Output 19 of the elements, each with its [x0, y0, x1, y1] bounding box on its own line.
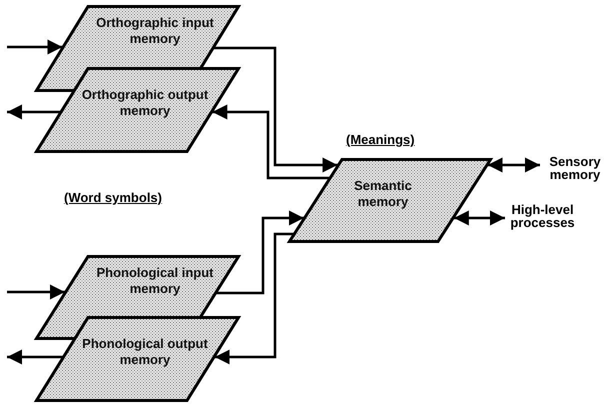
node-label: High-level processes [509, 203, 576, 229]
node-label: Orthographic output memory [80, 87, 210, 119]
arrow [214, 232, 294, 364]
arrow [212, 104, 330, 180]
node-label: Orthographic input memory [95, 15, 215, 47]
node-label: Phonological output memory [81, 336, 209, 368]
arrow [7, 40, 62, 54]
arrow [7, 350, 63, 364]
arrow [488, 158, 540, 172]
node-label: Semantic memory [353, 178, 413, 210]
arrow [7, 104, 60, 120]
arrow [7, 284, 65, 300]
arrow [216, 210, 304, 294]
node-label: Phonological input memory [96, 265, 214, 297]
section-heading: (Meanings) [346, 132, 415, 147]
node-label: Sensory memory [548, 155, 602, 181]
arrow [214, 46, 338, 172]
section-heading: (Word symbols) [64, 190, 162, 205]
arrow [454, 210, 505, 226]
